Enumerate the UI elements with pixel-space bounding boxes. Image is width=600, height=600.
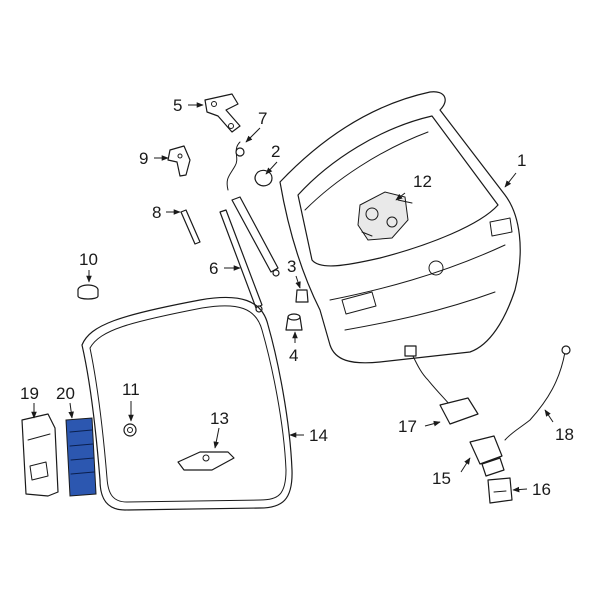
callout-19: 19 xyxy=(20,384,39,403)
leader-lines xyxy=(31,102,554,493)
part-20-panel-highlighted[interactable] xyxy=(65,417,97,497)
part-10-cap[interactable] xyxy=(77,284,99,300)
part-5-hinge[interactable] xyxy=(204,93,241,133)
callout-5: 5 xyxy=(173,96,182,115)
callout-18: 18 xyxy=(555,425,574,444)
callout-16: 16 xyxy=(532,480,551,499)
part-11-clip[interactable] xyxy=(123,423,137,437)
callout-2: 2 xyxy=(271,142,280,161)
part-9-bracket[interactable] xyxy=(167,145,191,177)
part-3-stop[interactable] xyxy=(295,289,309,303)
callout-15: 15 xyxy=(432,469,451,488)
part-18-release-cable[interactable] xyxy=(504,345,571,441)
part-16-striker[interactable] xyxy=(487,477,513,504)
part-12-wiper-motor[interactable] xyxy=(357,191,413,241)
callout-17: 17 xyxy=(398,417,417,436)
callout-10: 10 xyxy=(79,250,98,269)
part-19-trim-panel[interactable] xyxy=(21,413,59,497)
part-4-bumper[interactable] xyxy=(285,313,303,331)
part-17-latch[interactable] xyxy=(404,345,479,425)
callout-12: 12 xyxy=(413,172,432,191)
part-6-gas-struts[interactable] xyxy=(219,196,280,313)
callout-7: 7 xyxy=(258,109,267,128)
part-7-cable[interactable] xyxy=(226,141,245,191)
callout-14: 14 xyxy=(309,426,328,445)
callout-3: 3 xyxy=(287,257,296,276)
callout-6: 6 xyxy=(209,259,218,278)
callout-labels: 1 2 3 4 5 6 7 8 9 10 11 12 13 14 15 16 1… xyxy=(20,96,574,499)
part-2-plug[interactable] xyxy=(254,169,273,187)
part-8-rod[interactable] xyxy=(180,209,201,245)
callout-9: 9 xyxy=(139,149,148,168)
part-14-weatherstrip[interactable] xyxy=(81,296,293,511)
part-15-actuator[interactable] xyxy=(469,435,505,477)
callout-8: 8 xyxy=(152,203,161,222)
callout-20: 20 xyxy=(56,384,75,403)
part-13-handle[interactable] xyxy=(177,451,235,471)
callout-11: 11 xyxy=(122,380,140,399)
callout-4: 4 xyxy=(289,346,298,365)
callout-13: 13 xyxy=(210,409,229,428)
callout-1: 1 xyxy=(517,151,526,170)
